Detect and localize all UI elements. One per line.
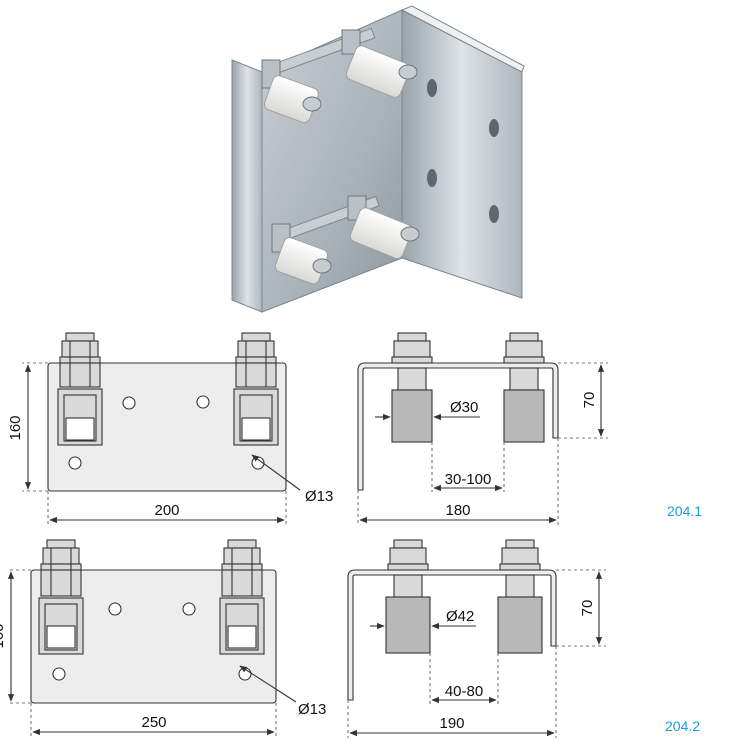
model-2-side-height-label: 70 [579,600,596,617]
bolt-assembly-left [57,332,103,446]
model-2-front-view [7,539,297,738]
model-1-front-width-label: 200 [154,502,179,519]
model-1-side-height-label: 70 [581,392,598,409]
model-2-code: 204.2 [665,718,700,734]
upper-roller-pair [261,27,418,124]
width-dimension [47,491,287,526]
bracket-side-plate [401,9,523,299]
roller-left [385,539,431,654]
model-1-front-view [22,332,301,526]
model-2-roller-diameter-label: Ø42 [446,608,474,625]
model-1-code: 204.1 [667,503,702,519]
model-1-roller-gap-label: 30-100 [445,471,492,488]
base-plate [47,362,287,492]
model-2-roller-gap-label: 40-80 [445,683,483,700]
model-1-side-view [357,332,608,525]
model-1-side-depth-label: 180 [445,502,470,519]
lower-roller-pair [271,195,420,285]
base-plate [30,569,277,704]
model-2-side-view [347,539,606,738]
hole-leader [251,454,301,491]
bolt-assembly-left [38,539,84,655]
model-1-front-height-label: 160 [7,415,24,440]
bracket-profile [347,569,557,701]
bracket-back-plate [231,59,263,313]
model-1-roller-diameter-label: Ø30 [450,399,478,416]
bolt-assembly-right [233,332,279,446]
roller-left [391,332,433,443]
model-2-hole-label: Ø13 [298,701,326,718]
bolt-assembly-right [219,539,265,655]
side-plate-slots [427,79,499,223]
model-2-front-height-label: 160 [0,623,7,648]
model-2-front-width-label: 250 [141,714,166,731]
model-1-hole-label: Ø13 [305,488,333,505]
mounting-holes [52,602,252,681]
hole-leader [239,665,297,703]
height-dimension [22,362,48,492]
roller-right [497,539,543,654]
model-2-side-depth-label: 190 [439,715,464,732]
width-dimension [30,703,277,738]
bracket-profile [357,362,559,491]
roller-right [503,332,545,443]
product-photo [231,5,525,313]
height-dimension [7,569,31,704]
